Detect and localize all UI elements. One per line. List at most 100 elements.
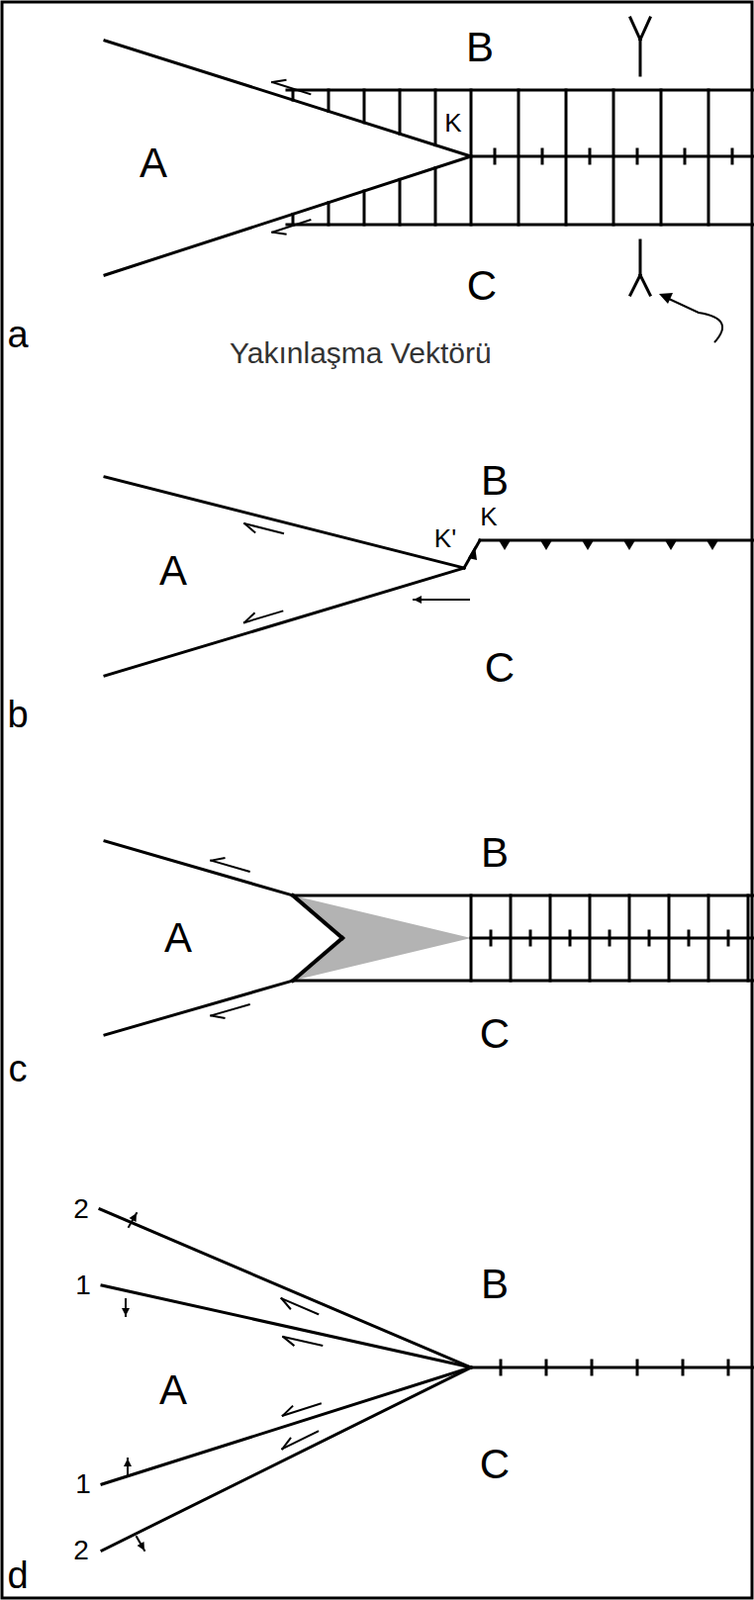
slip-arrow <box>210 857 224 860</box>
magnetic-stripe <box>747 895 751 981</box>
callout-number: 2 <box>73 1536 90 1565</box>
ridge-line <box>471 937 754 941</box>
magnetic-stripe <box>363 190 367 225</box>
magnetic-stripe <box>707 895 711 981</box>
band-edge <box>286 89 754 93</box>
plate-label: C <box>479 1443 510 1486</box>
magnetic-stripe <box>470 90 473 225</box>
trench-tooth <box>664 540 677 551</box>
trench-tooth <box>468 546 477 561</box>
slip-arrow <box>244 611 283 624</box>
ridge-tick <box>545 1360 549 1375</box>
point-label: K' <box>434 525 457 552</box>
slip-arrow <box>244 523 283 534</box>
convergence-vector <box>640 17 651 40</box>
plate-label: B <box>480 460 509 502</box>
transform-fault <box>292 895 343 939</box>
motion-arrow <box>413 598 470 601</box>
transform-fault <box>104 841 293 896</box>
trench-tooth <box>623 540 636 551</box>
motion-arrow <box>123 1458 132 1467</box>
slip-arrow <box>244 523 255 533</box>
magnetic-stripe <box>667 895 671 981</box>
transform-fault <box>104 40 472 157</box>
magnetic-stripe <box>628 895 632 981</box>
ridge-tick <box>648 931 652 945</box>
magnetic-stripe <box>612 90 616 225</box>
slip-arrow <box>272 80 285 83</box>
ridge-tick <box>499 1360 503 1375</box>
slip-arrow <box>282 1431 318 1450</box>
plate-label: B <box>466 26 494 69</box>
convergence-vector <box>639 240 643 276</box>
leader-arrow <box>659 292 673 304</box>
ridge-tick <box>636 1360 640 1375</box>
transform-fault <box>101 1367 472 1485</box>
magnetic-stripe <box>327 90 331 111</box>
magnetic-stripe <box>517 90 521 225</box>
ridge-tick <box>727 931 731 945</box>
leader-arrow <box>668 298 723 343</box>
point-label: K <box>479 503 497 530</box>
slip-arrow <box>282 1438 290 1450</box>
motion-arrow <box>129 1213 137 1223</box>
transform-fault <box>101 1367 472 1551</box>
plate-label: C <box>467 265 497 307</box>
magnetic-stripe <box>707 90 711 225</box>
slip-arrow <box>210 1015 224 1018</box>
ridge-tick <box>608 931 612 945</box>
motion-arrow <box>136 1536 145 1551</box>
ridge-tick <box>681 1360 685 1375</box>
plate-label: C <box>484 647 515 689</box>
gap-wedge <box>292 895 472 981</box>
plate-label: B <box>480 832 509 874</box>
magnetic-stripe <box>291 213 295 225</box>
convergence-vector <box>630 275 641 295</box>
trench-line <box>464 540 480 568</box>
panel-letter: c <box>8 1049 28 1088</box>
ridge-tick <box>683 149 687 164</box>
magnetic-stripe <box>291 90 295 100</box>
plate-label: A <box>159 1369 188 1412</box>
motion-arrow <box>121 1308 130 1317</box>
slip-arrow <box>282 1404 321 1416</box>
ridge-tick <box>687 931 691 945</box>
ridge-tick <box>529 931 533 945</box>
magnetic-stripe <box>588 895 592 981</box>
panel-letter: b <box>6 695 28 734</box>
transform-fault <box>104 476 465 568</box>
plate-label: A <box>164 917 192 959</box>
transform-fault <box>292 938 343 981</box>
ridge-tick <box>493 149 497 164</box>
magnetic-stripe <box>434 90 438 146</box>
magnetic-stripe <box>363 90 367 123</box>
callout-number: 1 <box>75 1470 92 1499</box>
slip-arrow <box>272 232 285 235</box>
slip-arrow <box>282 1336 293 1345</box>
convergence-vector <box>640 275 651 295</box>
slip-arrow <box>282 1298 291 1309</box>
motion-arrow <box>128 1213 137 1227</box>
ridge-tick <box>588 149 592 164</box>
magnetic-stripe <box>398 179 402 225</box>
plate-label: A <box>159 550 188 592</box>
ridge-tick <box>541 149 545 164</box>
ridge-line <box>471 1366 754 1370</box>
transform-fault <box>99 1209 472 1368</box>
slip-arrow <box>210 1004 249 1016</box>
plate-label: B <box>480 1263 509 1306</box>
motion-arrow <box>413 595 422 604</box>
plate-label: C <box>479 1013 510 1055</box>
magnetic-stripe <box>434 168 438 225</box>
slip-arrow <box>282 1298 319 1315</box>
panel-letter: a <box>6 315 28 354</box>
slip-arrow <box>244 613 255 623</box>
transform-fault <box>101 1285 472 1368</box>
ridge-tick <box>489 931 493 945</box>
magnetic-stripe <box>565 90 568 225</box>
convergence-vector <box>630 17 641 40</box>
trench-tooth <box>498 540 511 551</box>
